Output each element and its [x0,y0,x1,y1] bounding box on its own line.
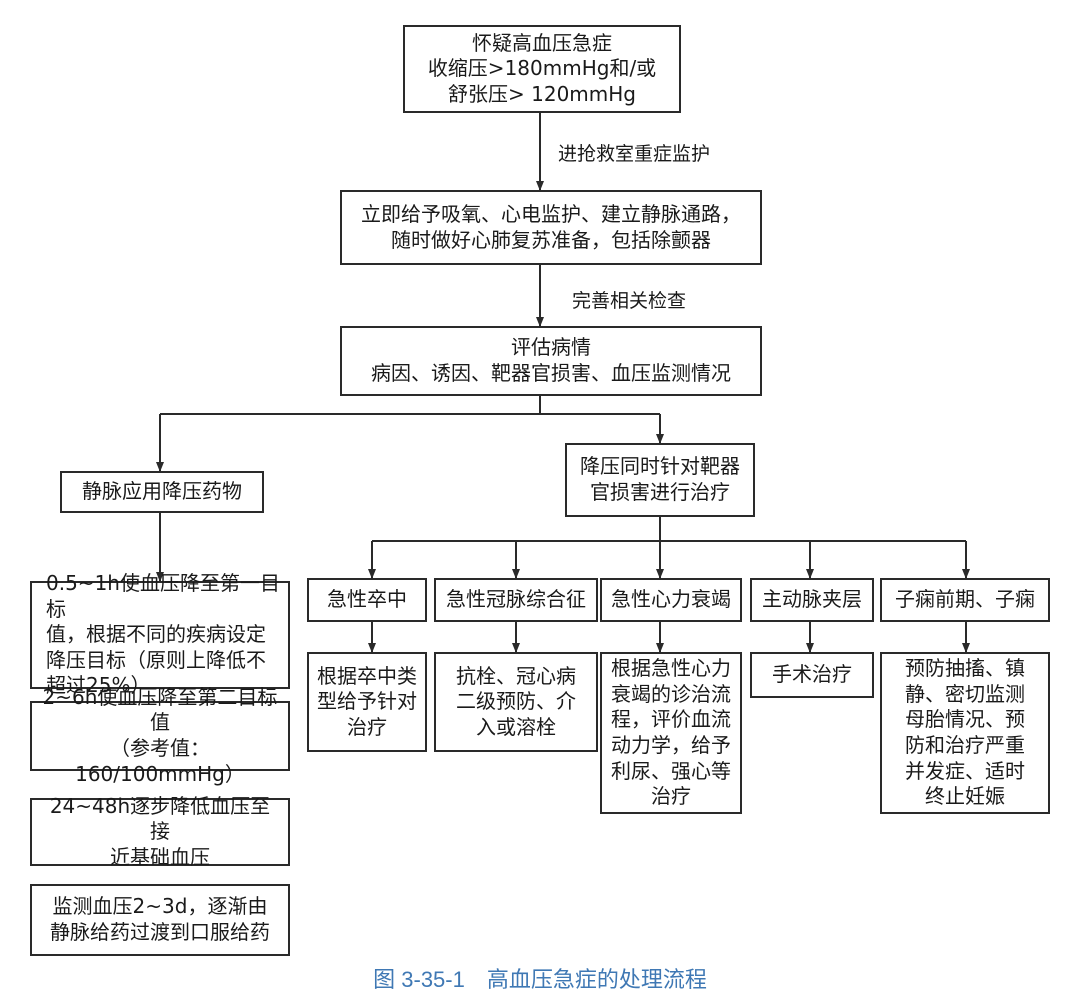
node-assess: 评估病情 病因、诱因、靶器官损害、血压监测情况 [340,326,762,396]
node-step2-text: 2~6h使血压降至第二目标值 （参考值：160/100mmHg） [42,684,278,786]
node-iv-drugs: 静脉应用降压药物 [60,471,264,513]
node-immediate-care-text: 立即给予吸氧、心电监护、建立静脉通路， 随时做好心肺复苏准备，包括除颤器 [361,201,741,252]
figure-caption: 图 3-35-1 高血压急症的处理流程 [373,967,707,992]
node-acs-text: 急性冠脉综合征 [446,587,586,612]
node-ahf-text: 急性心力衰竭 [611,587,731,612]
node-stroke-treatment: 根据卒中类 型给予针对 治疗 [307,652,427,752]
node-suspect-crisis: 怀疑高血压急症 收缩压>180mmHg和/或 舒张压> 120mmHg [403,25,681,113]
node-dissection-text: 主动脉夹层 [762,587,862,612]
node-dissection: 主动脉夹层 [750,578,874,622]
node-step4-text: 监测血压2~3d，逐渐由 静脉给药过渡到口服给药 [50,894,270,944]
node-step1: 0.5~1h使血压降至第一目标 值，根据不同的疾病设定 降压目标（原则上降低不 … [30,571,290,697]
node-target-organ-text: 降压同时针对靶器 官损害进行治疗 [580,454,740,504]
node-step3-text: 24~48h逐步降低血压至接 近基础血压 [49,793,271,869]
node-step4: 监测血压2~3d，逐渐由 静脉给药过渡到口服给药 [30,884,290,956]
node-eclampsia-text: 子痫前期、子痫 [895,587,1035,612]
node-target-organ: 降压同时针对靶器 官损害进行治疗 [565,443,755,517]
node-ahf-treatment: 根据急性心力 衰竭的诊治流 程，评价血流 动力学，给予 利尿、强心等 治疗 [600,652,742,814]
node-ahf: 急性心力衰竭 [600,578,742,622]
node-stroke-treatment-text: 根据卒中类 型给予针对 治疗 [317,663,417,739]
node-immediate-care: 立即给予吸氧、心电监护、建立静脉通路， 随时做好心肺复苏准备，包括除颤器 [340,190,762,265]
node-stroke: 急性卒中 [307,578,427,622]
node-acs-treatment-text: 抗栓、冠心病 二级预防、介 入或溶栓 [456,663,576,739]
node-assess-text: 评估病情 病因、诱因、靶器官损害、血压监测情况 [371,335,731,385]
node-suspect-crisis-text: 怀疑高血压急症 收缩压>180mmHg和/或 舒张压> 120mmHg [427,30,657,106]
node-dissection-treatment-text: 手术治疗 [772,662,852,687]
node-eclampsia: 子痫前期、子痫 [880,578,1050,622]
node-iv-drugs-text: 静脉应用降压药物 [82,479,242,504]
node-acs: 急性冠脉综合征 [434,578,598,622]
node-ahf-treatment-text: 根据急性心力 衰竭的诊治流 程，评价血流 动力学，给予 利尿、强心等 治疗 [611,656,731,809]
node-eclampsia-treatment: 预防抽搐、镇 静、密切监测 母胎情况、预 防和治疗严重 并发症、适时 终止妊娠 [880,652,1050,814]
node-step2: 2~6h使血压降至第二目标值 （参考值：160/100mmHg） [30,685,290,786]
node-acs-treatment: 抗栓、冠心病 二级预防、介 入或溶栓 [434,652,598,752]
edge-label-complete-exam: 完善相关检查 [572,290,687,312]
node-step1-text: 0.5~1h使血压降至第一目标 值，根据不同的疾病设定 降压目标（原则上降低不 … [46,571,280,698]
node-eclampsia-treatment-text: 预防抽搐、镇 静、密切监测 母胎情况、预 防和治疗严重 并发症、适时 终止妊娠 [905,656,1025,809]
node-stroke-text: 急性卒中 [327,587,407,612]
node-dissection-treatment: 手术治疗 [750,652,874,698]
edge-label-to-icu: 进抢救室重症监护 [558,143,711,165]
node-step3: 24~48h逐步降低血压至接 近基础血压 [30,794,290,869]
